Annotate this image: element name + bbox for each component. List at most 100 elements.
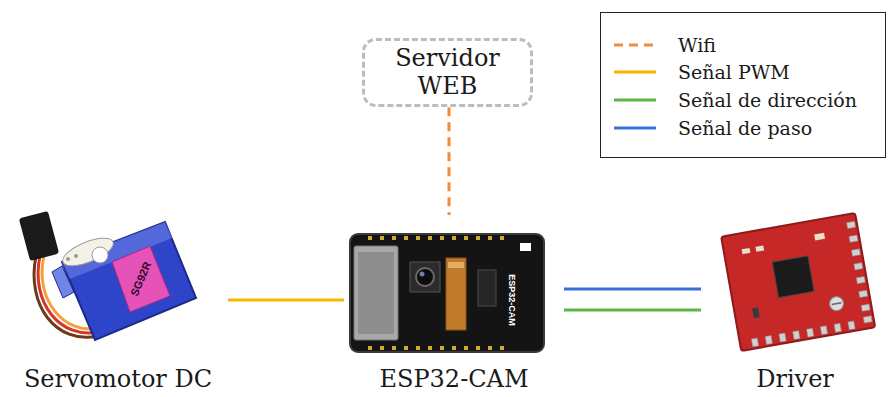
servo-illustration-part (112, 246, 170, 312)
legend-text: Señal PWM (678, 58, 790, 86)
step-signal-line (564, 288, 701, 291)
esp32-cam-illustration-part (446, 258, 466, 330)
esp32-cam-illustration-part-part (416, 236, 420, 240)
esp32-cam-illustration-part-part (488, 346, 492, 350)
driver-illustration-part (752, 307, 760, 318)
esp32-cam-illustration (350, 234, 544, 352)
driver-illustration-part-part (863, 316, 872, 323)
driver-illustration-part-part (848, 321, 855, 330)
driver-illustration-part (742, 248, 751, 254)
esp32-cam-illustration-part-part (464, 346, 468, 350)
legend-sample (614, 114, 656, 142)
esp32-cam-illustration-part (410, 262, 440, 292)
driver-illustration-part (734, 221, 873, 347)
esp32-cam-illustration-part (520, 243, 531, 251)
legend-row: Señal PWM (601, 58, 885, 86)
driver-illustration-part (721, 213, 875, 351)
esp32-cam-illustration-part-part (488, 236, 492, 240)
servo-illustration-part (74, 254, 78, 258)
component-label: Servomotor DC (8, 365, 228, 393)
legend-sample (614, 31, 656, 59)
driver-illustration-part-part (856, 276, 865, 283)
driver-node: Driver (701, 205, 889, 393)
driver-illustration-part-part (807, 328, 814, 337)
esp32-cam-illustration-part-part (392, 346, 396, 350)
servo-illustration-part (92, 247, 108, 263)
esp32-cam-illustration-part-part (404, 346, 408, 350)
esp32-cam-illustration-part-part (500, 236, 504, 240)
driver-illustration-part-part (820, 326, 827, 335)
legend-sample-part (614, 99, 656, 102)
legend-row: Señal de dirección (601, 86, 885, 114)
servo-illustration-part (19, 211, 59, 261)
driver-illustration-part-part (849, 235, 858, 242)
driver-illustration-part (814, 233, 825, 241)
legend-box: WifiSeñal PWMSeñal de direcciónSeñal de … (600, 12, 886, 158)
driver-illustration-part-part (861, 304, 870, 311)
esp32-cam-illustration-part-part (428, 236, 432, 240)
board-marking: ESP32-CAM (507, 274, 516, 326)
esp32-cam-illustration-part-part (476, 236, 480, 240)
legend-text: Señal de paso (678, 114, 812, 142)
esp32-cam-illustration-part (448, 262, 464, 268)
esp32-cam-illustration-part (420, 272, 425, 277)
driver-illustration-part-part (751, 338, 758, 347)
legend-sample (614, 58, 656, 86)
esp32-cam-illustration-part-part (452, 236, 456, 240)
driver-illustration-part-part (765, 336, 772, 345)
driver-illustration-part (755, 245, 764, 251)
esp32-cam-illustration-part (416, 268, 434, 286)
legend-text: Wifi (678, 31, 716, 59)
esp32-cam-illustration-part-part (440, 236, 444, 240)
pwm-signal-line (228, 299, 344, 302)
esp32-cam-illustration-part (358, 252, 394, 334)
driver-illustration-part-part (847, 221, 856, 228)
servo-illustration-part (62, 222, 196, 340)
driver-illustration-part (772, 256, 814, 298)
esp32-cam-illustration-part-part (368, 346, 372, 350)
esp32-cam-illustration-part-part (452, 346, 456, 350)
esp32-cam-illustration-part-part (416, 346, 420, 350)
esp32-cam-illustration-part (350, 234, 544, 352)
legend-sample-part (614, 127, 656, 130)
servo-illustration-part (66, 257, 70, 261)
esp32-cam-illustration-part-part (392, 236, 396, 240)
driver-illustration-part-part (859, 290, 868, 297)
esp32-cam-illustration-part-part (476, 346, 480, 350)
esp32-cam-illustration-part-part (380, 346, 384, 350)
esp32-cam-illustration-part-part (368, 236, 372, 240)
wifi-link (448, 107, 451, 215)
driver-illustration-part (828, 296, 844, 312)
esp32-cam-illustration-part-part (428, 346, 432, 350)
legend-sample-part (614, 44, 656, 47)
esp32-cam-illustration-part (354, 246, 398, 340)
driver-illustration-part-part (779, 333, 786, 342)
driver-illustration (721, 213, 875, 351)
esp32-cam-illustration-part-part (440, 346, 444, 350)
servo-illustration (19, 211, 196, 340)
driver-illustration-part-part (834, 323, 841, 332)
driver-illustration-part-part (854, 263, 863, 270)
legend-row: Wifi (601, 31, 885, 59)
esp32-node: ESP32-CAM (344, 215, 564, 393)
legend-sample (614, 86, 656, 114)
legend-text: Señal de dirección (678, 86, 857, 114)
esp32-cam-illustration-part-part (380, 236, 384, 240)
servo-node: Servomotor DC (8, 205, 228, 393)
esp32-cam-illustration-part (478, 270, 496, 306)
driver-illustration-part (832, 303, 842, 305)
esp32-cam-illustration-part-part (500, 346, 504, 350)
legend-row: Señal de paso (601, 114, 885, 142)
component-label: ESP32-CAM (344, 365, 564, 393)
esp32-cam-illustration-part-part (464, 236, 468, 240)
esp32-cam-illustration-part-part (404, 236, 408, 240)
servo-illustration-part (59, 233, 117, 272)
driver-illustration-part-part (851, 249, 860, 256)
legend-sample-part (614, 71, 656, 74)
component-label: Driver (701, 365, 889, 393)
server-label: Servidor WEB (385, 45, 510, 100)
server-box: Servidor WEB (362, 38, 533, 107)
driver-illustration-part-part (793, 331, 800, 340)
direction-signal-line (564, 309, 701, 312)
